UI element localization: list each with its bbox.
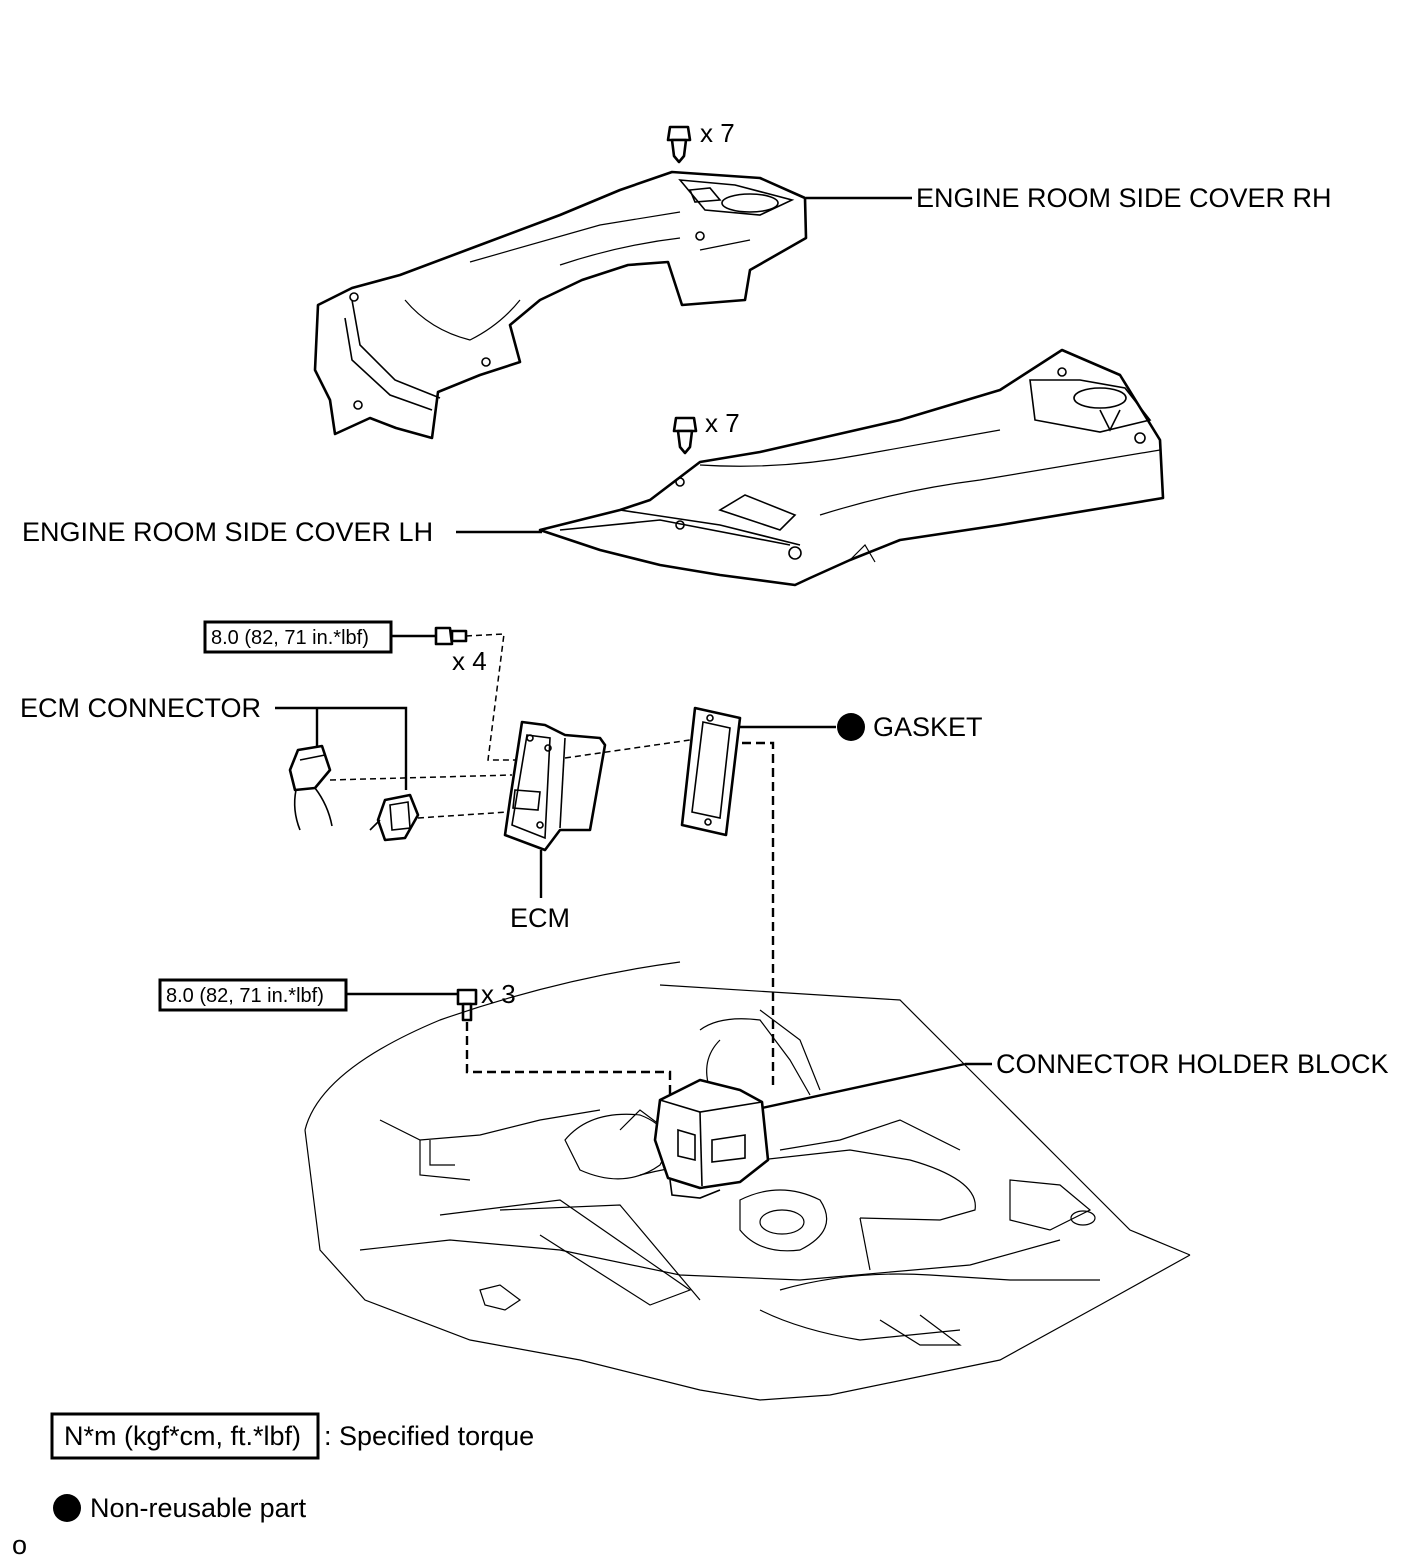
clip-lh-quantity: x 7 [705, 408, 740, 438]
engine-room-side-cover-lh [538, 348, 1165, 587]
bolt-ecm [434, 626, 468, 646]
torque-value-ecm-bolts: 8.0 (82, 71 in.*lbf) [211, 627, 369, 649]
dash-holder-bolt [465, 1022, 672, 1130]
legend-torque-units: N*m (kgf*cm, ft.*lbf) [64, 1421, 301, 1451]
clip-rh [666, 125, 692, 164]
leader-ecm-connector [275, 706, 408, 790]
label-cover-rh: ENGINE ROOM SIDE COVER RH [916, 183, 1332, 213]
ecm-connector-plug [369, 793, 420, 842]
engine-compartment [304, 961, 1191, 1401]
engine-room-side-cover-rh [313, 170, 808, 440]
bolt-holder [456, 988, 478, 1022]
label-ecm-connector: ECM CONNECTOR [20, 693, 261, 723]
torque-value-holder-bolts: 8.0 (82, 71 in.*lbf) [166, 985, 324, 1007]
label-gasket: GASKET [873, 712, 983, 742]
label-cover-lh: ENGINE ROOM SIDE COVER LH [22, 517, 433, 547]
bolt-ecm-quantity: x 4 [452, 646, 487, 676]
clip-lh [672, 416, 698, 455]
legend-torque-box [50, 1412, 320, 1460]
corner-mark: o [12, 1530, 27, 1560]
label-connector-holder-block: CONNECTOR HOLDER BLOCK [996, 1049, 1389, 1079]
non-reusable-mark-gasket [837, 713, 865, 741]
gasket [680, 706, 742, 837]
ecm-connector-harness [288, 744, 333, 831]
dash-gasket-holder [742, 741, 775, 1090]
legend-torque-text: : Specified torque [324, 1421, 534, 1451]
label-ecm: ECM [510, 903, 570, 933]
connector-holder-block [653, 1078, 770, 1199]
legend-non-reusable-text: Non-reusable part [90, 1493, 307, 1523]
legend-non-reusable-mark [53, 1494, 81, 1522]
clip-rh-quantity: x 7 [700, 118, 735, 148]
ecm [503, 720, 607, 852]
dash-ecm-bolt [465, 633, 515, 761]
